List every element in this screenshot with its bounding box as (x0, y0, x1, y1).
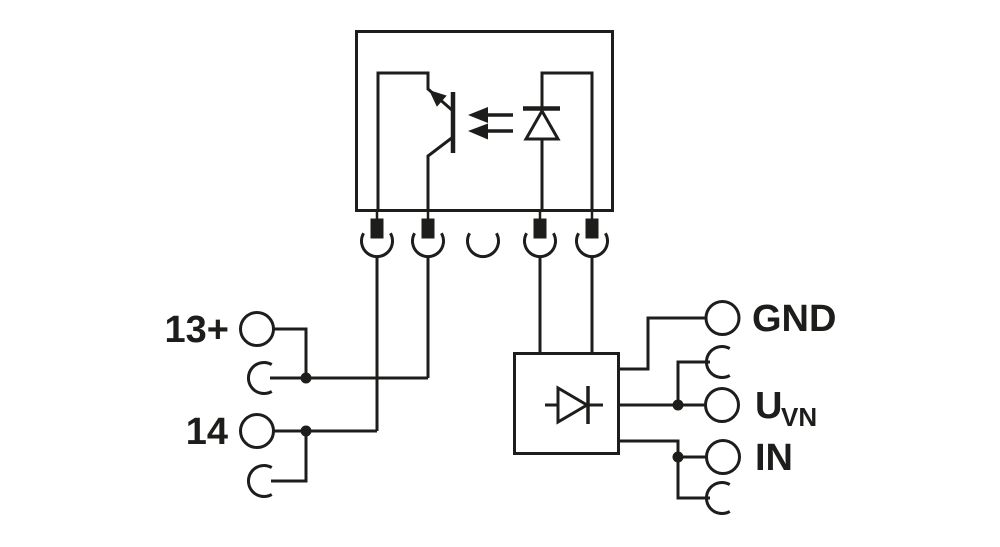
diode-symbol (545, 385, 603, 425)
left-terminals: 13+ 14 (165, 309, 428, 498)
junction-dot (300, 372, 312, 384)
emitter-lead (426, 135, 454, 210)
terminal-circle-13plus (239, 311, 275, 347)
socket-arc-14 (246, 464, 273, 498)
module-pin (370, 210, 384, 239)
led-triangle (523, 107, 561, 141)
module-pins (360, 210, 609, 431)
terminal-label-in: IN (755, 437, 793, 479)
socket-arc-in (704, 481, 731, 515)
wire-branch-14 (271, 431, 308, 483)
module-pin (533, 210, 547, 239)
terminal-circle-14 (239, 413, 275, 449)
terminal-label-uvn: U (755, 385, 782, 427)
terminal-label-uvn-subscript: VN (781, 402, 817, 432)
pin-contact (585, 218, 599, 239)
terminal-label-gnd: GND (752, 298, 836, 340)
phototransistor-symbol (376, 71, 456, 210)
light-arrow-head (468, 107, 488, 123)
junction-dot (672, 451, 684, 463)
collector-lead (376, 71, 430, 210)
module-pin (421, 210, 435, 239)
wire-gnd (618, 316, 706, 371)
socket-arc-uvn (704, 345, 731, 379)
terminal-label-13plus: 13+ (165, 309, 229, 351)
socket-arc-13plus (246, 361, 273, 395)
wire-in (618, 439, 680, 457)
led-cathode-lead (540, 71, 594, 210)
terminal-label-14: 14 (186, 411, 228, 453)
terminal-circle-in (705, 439, 741, 475)
junction-dot (672, 399, 684, 411)
collector-arrow-icon (429, 90, 447, 107)
wire-uvn-branch (676, 360, 710, 405)
light-arrows-icon (468, 107, 513, 140)
led-symbol (523, 71, 594, 210)
terminal-circle-gnd (704, 300, 741, 336)
socket-cup-empty (466, 232, 500, 259)
junction-dot (300, 425, 312, 437)
right-terminals: GND U VN IN (618, 298, 836, 515)
optocoupler-symbol (355, 30, 614, 212)
terminal-circle-uvn (704, 387, 740, 423)
pin-contact (533, 218, 547, 239)
wire-13plus (273, 327, 308, 378)
rectifier-module (513, 352, 620, 455)
diode-triangle (556, 385, 590, 425)
pin-contact (421, 218, 435, 239)
module-pin (585, 210, 599, 239)
light-arrow-head (468, 123, 488, 140)
wire-in-branch (676, 457, 710, 500)
pin-contact (370, 218, 384, 239)
optocoupler-housing (355, 30, 614, 212)
